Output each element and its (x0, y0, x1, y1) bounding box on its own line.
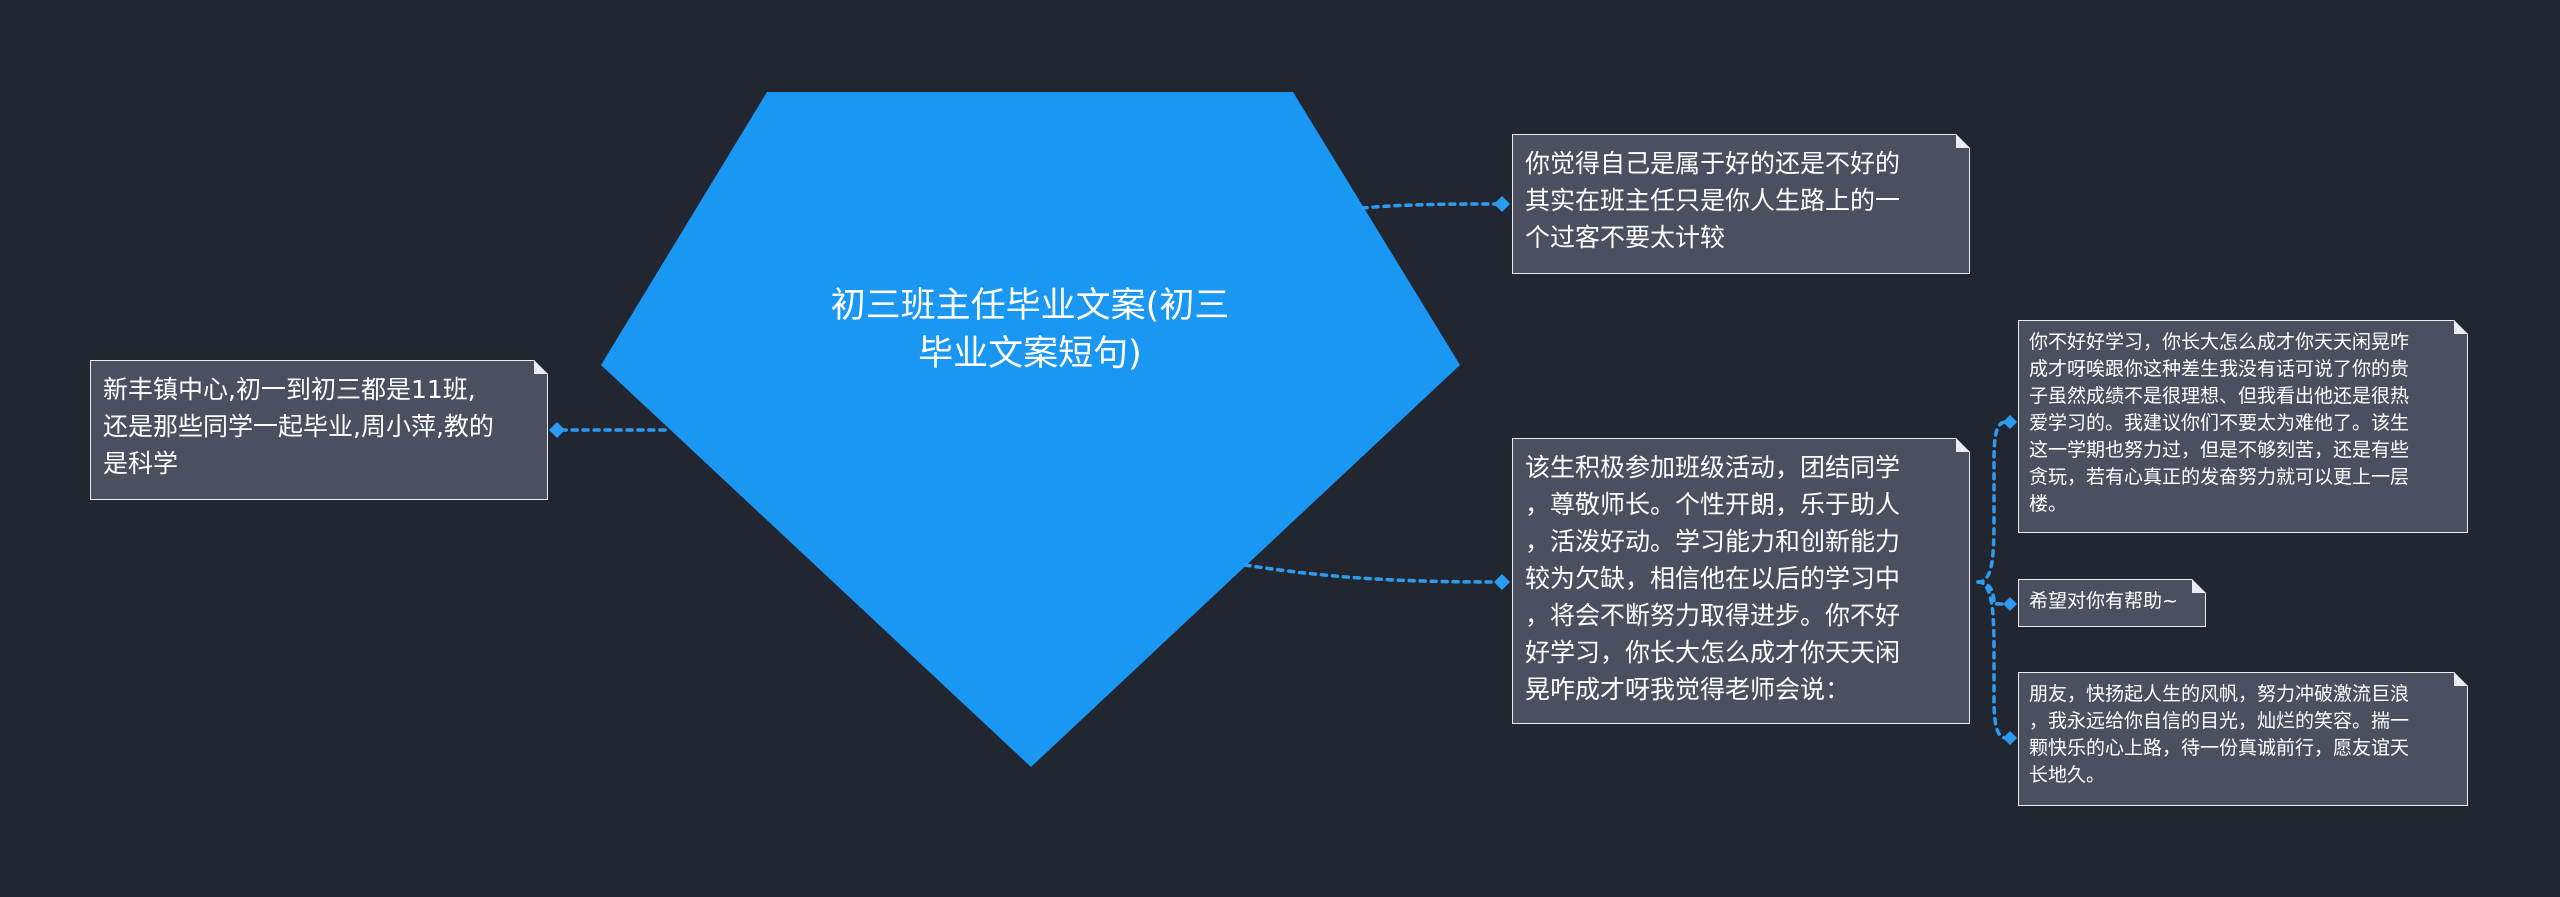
node-text-line: 长地久。 (2029, 764, 2106, 786)
node-text-line: 较为欠缺，相信他在以后的学习中 (1525, 564, 1901, 593)
center-topic-line: 初三班主任毕业文案(初三 (830, 286, 1230, 326)
node-text-line: ，活泼好动。学习能力和创新能力 (1525, 527, 1901, 556)
node-text-line: 朋友，快扬起人生的风帆，努力冲破激流巨浪 (2029, 683, 2410, 705)
node-text-line: 个过客不要太计较 (1525, 223, 1726, 252)
node-text-line: 其实在班主任只是你人生路上的一 (1525, 186, 1901, 215)
connector-dot-left (549, 422, 565, 438)
left-topic-fold (534, 360, 548, 374)
connector-dot-sub-1 (2003, 415, 2017, 429)
sub-topic-fold-1 (2454, 320, 2468, 334)
connector-sub-trunk-bottom (1976, 580, 2008, 740)
sub-topic-node-1[interactable]: 你不好好学习，你长大怎么成才你天天闲晃咋 成才呀唉跟你这种差生我没有话可说了你的… (2018, 320, 2468, 533)
left-topic-node[interactable]: 新丰镇中心,初一到初三都是11班, 还是那些同学一起毕业,周小萍,教的 是科学 (90, 360, 548, 500)
node-text-line: 好学习，你长大怎么成才你天天闲 (1525, 638, 1901, 667)
node-text-line: 希望对你有帮助~ (2029, 590, 2178, 612)
node-text-line: 成才呀唉跟你这种差生我没有话可说了你的贵 (2029, 358, 2410, 380)
sub-topic-fold-3 (2454, 672, 2468, 686)
node-text-line: 还是那些同学一起毕业,周小萍,教的 (103, 412, 494, 441)
node-text-line: 爱学习的。我建议你们不要太为难他了。该生 (2029, 412, 2410, 434)
center-topic-text: 初三班主任毕业文案(初三 毕业文案短句) (790, 282, 1270, 378)
connector-sub-trunk-top (1976, 420, 2008, 584)
node-text-line: 该生积极参加班级活动，团结同学 (1525, 453, 1901, 482)
node-text-line: ，我永远给你自信的目光，灿烂的笑容。揣一 (2029, 710, 2410, 732)
connector-right-top (1360, 202, 1504, 210)
node-text-line: 楼。 (2029, 493, 2068, 515)
node-text-line: 你不好好学习，你长大怎么成才你天天闲晃咋 (2029, 331, 2410, 353)
node-text-line: 子虽然成绩不是很理想、但我看出他还是很热 (2029, 385, 2410, 407)
node-text-line: 是科学 (103, 449, 179, 478)
right-top-topic-node[interactable]: 你觉得自己是属于好的还是不好的 其实在班主任只是你人生路上的一 个过客不要太计较 (1512, 134, 1970, 274)
connector-right-mid (1243, 563, 1504, 584)
node-text-line: 晃咋成才呀我觉得老师会说： (1525, 675, 1851, 704)
node-text-line: 贪玩，若有心真正的发奋努力就可以更上一层 (2029, 466, 2410, 488)
connector-dot-sub-2 (2003, 597, 2017, 611)
node-text-line: 你觉得自己是属于好的还是不好的 (1525, 149, 1901, 178)
sub-topic-node-2[interactable]: 希望对你有帮助~ (2018, 579, 2206, 627)
center-topic-line: 毕业文案短句) (918, 334, 1142, 374)
sub-topic-node-3[interactable]: 朋友，快扬起人生的风帆，努力冲破激流巨浪 ，我永远给你自信的目光，灿烂的笑容。揣… (2018, 672, 2468, 806)
connector-sub-mid (1976, 580, 2008, 606)
sub-topic-fold-2 (2192, 579, 2206, 593)
right-mid-topic-node[interactable]: 该生积极参加班级活动，团结同学 ，尊敬师长。个性开朗，乐于助人 ，活泼好动。学习… (1512, 438, 1970, 724)
node-text-line: 新丰镇中心,初一到初三都是11班, (103, 375, 476, 404)
right-top-topic-fold (1956, 134, 1970, 148)
node-text-line: 这一学期也努力过，但是不够刻苦，还是有些 (2029, 439, 2410, 461)
center-topic-shape[interactable] (601, 92, 1460, 767)
node-text-line: ，尊敬师长。个性开朗，乐于助人 (1525, 490, 1901, 519)
right-mid-topic-fold (1956, 438, 1970, 452)
connector-dot-sub-3 (2003, 731, 2017, 745)
connector-dot-right-mid (1494, 574, 1510, 590)
node-text-line: ，将会不断努力取得进步。你不好 (1525, 601, 1901, 630)
node-text-line: 颗快乐的心上路，待一份真诚前行，愿友谊天 (2029, 737, 2410, 759)
connector-dot-right-top (1494, 196, 1510, 212)
